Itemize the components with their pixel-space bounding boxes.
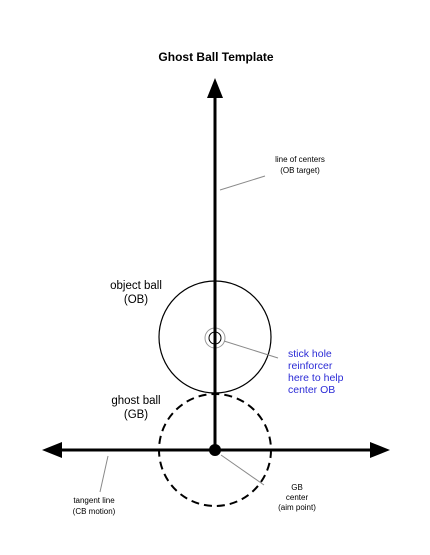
tangent-line-left-arrowhead	[42, 442, 62, 458]
stick-hole-label-1: stick hole	[288, 348, 332, 360]
tangent-line-right-arrowhead	[370, 442, 390, 458]
diagram-title: Ghost Ball Template	[158, 50, 273, 64]
tangent-line-label-2: (CB motion)	[73, 507, 116, 516]
line-of-centers-leader	[219, 175, 266, 191]
tangent-line-leader	[99, 455, 109, 493]
ghost-ball-label-1: ghost ball	[111, 395, 160, 407]
gb-center-label-1: GB	[291, 483, 303, 492]
gb-center-label-2: center	[286, 493, 309, 502]
line-of-centers-label-1: line of centers	[275, 155, 325, 164]
gb-center-label-3: (aim point)	[278, 503, 316, 512]
object-ball-label-2: (OB)	[124, 294, 148, 306]
stick-hole-label-4: center OB	[288, 384, 335, 396]
line-of-centers-label-2: (OB target)	[280, 166, 320, 175]
line-of-centers-arrowhead	[207, 78, 223, 98]
ghost-ball-label-2: (GB)	[124, 409, 148, 421]
stick-hole-label-2: reinforcer	[288, 360, 333, 372]
ghost-ball-center-dot	[209, 444, 221, 456]
stick-hole-label-3: here to help	[288, 372, 344, 384]
stick-hole-leader	[223, 340, 279, 359]
object-ball-label-1: object ball	[110, 280, 162, 292]
tangent-line-label-1: tangent line	[73, 496, 115, 505]
gb-center-leader	[220, 454, 265, 486]
